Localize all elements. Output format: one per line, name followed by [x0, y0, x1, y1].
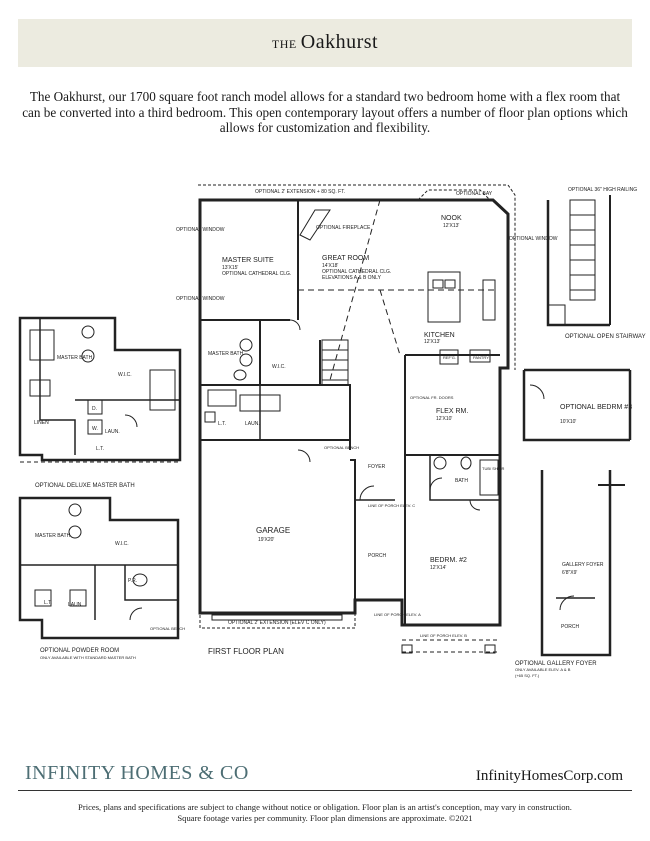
- gallery-sqft-label: (+65 SQ. FT.): [515, 673, 540, 678]
- gallery-porch-label: PORCH: [561, 624, 579, 630]
- powder-pr-label: P.R.: [128, 578, 137, 584]
- plan-lt-label: L.T.: [218, 421, 226, 427]
- brand-logo: INFINITY HOMES & CO: [25, 762, 249, 785]
- plan-bath-label: BATH: [455, 478, 468, 484]
- plan-master-dim: 13'X15': [222, 265, 238, 271]
- powder-bench-label: OPTIONAL BENCH: [150, 626, 185, 631]
- plan-first-floor-label: FIRST FLOOR PLAN: [208, 647, 284, 656]
- powder-master-bath-label: MASTER BATH: [35, 533, 71, 539]
- plan-porch-line-a: LINE OF PORCH ELEV. A: [374, 612, 421, 617]
- footer-divider: [18, 790, 632, 791]
- gallery-title-label: OPTIONAL GALLERY FOYER: [515, 661, 597, 667]
- plan-porch-label: PORCH: [368, 553, 386, 559]
- plan-bedrm2-label: BEDRM. #2: [430, 557, 467, 564]
- plan-bay-label: OPTIONAL BAY: [456, 191, 493, 197]
- plan-nook-label: NOOK: [441, 215, 462, 222]
- plan-extension-top-label: OPTIONAL 2' EXTENSION + 80 SQ. FT.: [255, 189, 345, 195]
- plan-kitchen-label: KITCHEN: [424, 332, 455, 339]
- intro-paragraph: The Oakhurst, our 1700 square foot ranch…: [22, 89, 628, 136]
- plan-great-note2: ELEVATIONS A & B ONLY: [322, 275, 382, 281]
- deluxe-lt-label: L.T.: [96, 446, 104, 452]
- plan-porch-line-b: LINE OF PORCH ELEV. B: [420, 633, 467, 638]
- plan-bench-label: OPTIONAL BENCH: [324, 445, 359, 450]
- opt-bedrm3-label: OPTIONAL BEDRM #3: [560, 404, 632, 411]
- plan-master-suite-label: MASTER SUITE: [222, 257, 274, 264]
- deluxe-laun-label: LAUN.: [105, 429, 120, 435]
- plan-garage-dim: 19'X20': [258, 537, 274, 543]
- plan-great-room-label: GREAT ROOM: [322, 255, 369, 262]
- open-stairway-label: OPTIONAL OPEN STAIRWAY: [565, 334, 646, 340]
- plan-laun-label: LAUN.: [245, 421, 260, 427]
- disclaimer-line1: Prices, plans and specifications are sub…: [78, 802, 572, 812]
- plan-window-right-label: OPTIONAL WINDOW: [509, 236, 558, 242]
- powder-room-label: OPTIONAL POWDER ROOM: [40, 648, 119, 654]
- website-link[interactable]: InfinityHomesCorp.com: [475, 768, 623, 784]
- deluxe-wic-label: W.I.C.: [118, 372, 132, 378]
- stair-railing-label: OPTIONAL 36" HIGH RAILING: [568, 187, 637, 193]
- gallery-foyer-label: GALLERY FOYER: [562, 562, 604, 568]
- plan-flex-label: FLEX RM.: [436, 408, 468, 415]
- gallery-dim-label: 6'8"X9': [562, 570, 577, 576]
- plan-foyer-label: FOYER: [368, 464, 386, 470]
- plan-ref-label: REF'G.: [443, 355, 456, 360]
- plan-bedrm2-dim: 12'X14': [430, 565, 446, 571]
- plan-wic-label: W.I.C.: [272, 364, 286, 370]
- plan-master-note: OPTIONAL CATHEDRAL CLG.: [222, 271, 291, 277]
- deluxe-linen-label: LINEN: [34, 420, 49, 426]
- powder-wic-label: W.I.C.: [115, 541, 129, 547]
- plan-window-left1-label: OPTIONAL WINDOW: [176, 227, 225, 233]
- powder-laun-label: LAUN.: [68, 602, 83, 608]
- plan-great-dim: 14'X18': [322, 263, 338, 269]
- powder-lt-label: L.T.: [44, 600, 52, 606]
- disclaimer-line2: Square footage varies per community. Flo…: [177, 813, 473, 823]
- plan-extension-bottom-label: OPTIONAL 2' EXTENSION (ELEV C ONLY): [228, 620, 326, 626]
- deluxe-bath-label: OPTIONAL DELUXE MASTER BATH: [35, 483, 135, 489]
- plan-garage-label: GARAGE: [256, 526, 290, 535]
- plan-flex-dim: 12'X10': [436, 416, 452, 422]
- title-main: Oakhurst: [300, 31, 379, 53]
- gallery-note-label: ONLY AVAILABLE ELEV. A & B: [515, 667, 571, 672]
- plan-flex-note: OPTIONAL FR. DOORS: [410, 395, 454, 400]
- brand-name: INFINITY HOMES & CO: [25, 762, 249, 784]
- disclaimer: Prices, plans and specifications are sub…: [20, 802, 630, 824]
- plan-tub-label: TUB/ SHWR: [482, 466, 505, 471]
- deluxe-d-label: D.: [92, 406, 97, 412]
- plan-nook-dim: 12'X13': [443, 223, 459, 229]
- plan-great-note1: OPTIONAL CATHEDRAL CLG.: [322, 269, 391, 275]
- plan-kitchen-dim: 12'X13': [424, 339, 440, 345]
- powder-note-label: ONLY AVAILABLE WITH STANDARD MASTER BATH: [40, 655, 136, 660]
- deluxe-master-bath-label: MASTER BATH: [57, 355, 93, 361]
- bedrm3-dim: 10'X10': [560, 419, 576, 425]
- plan-porch-line-c: LINE OF PORCH ELEV. C: [368, 503, 415, 508]
- plan-pantry-label: PANTRY: [473, 355, 489, 360]
- title-prefix: THE: [271, 37, 297, 51]
- plan-master-bath-label: MASTER BATH: [208, 351, 244, 357]
- plan-fireplace-label: OPTIONAL FIREPLACE: [316, 225, 371, 231]
- deluxe-w-label: W.: [92, 426, 98, 432]
- plan-window-left2-label: OPTIONAL WINDOW: [176, 296, 225, 302]
